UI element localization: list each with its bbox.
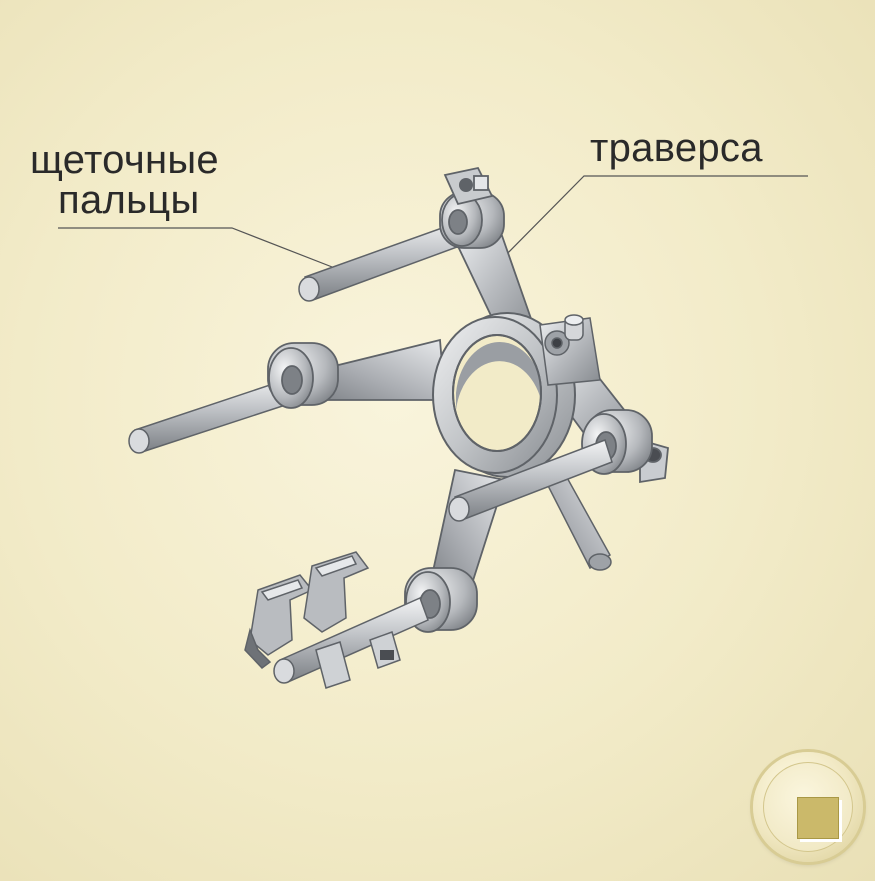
stop-button-face[interactable]: [763, 762, 853, 852]
top-boss: [439, 166, 505, 249]
upper-brush-pin: [298, 217, 477, 302]
traverse-label: траверса: [590, 126, 763, 170]
brush-pins-leader: [58, 227, 346, 273]
stop-square-icon: [797, 797, 839, 839]
stop-button[interactable]: [753, 752, 863, 862]
clamp-bolt: [539, 314, 601, 386]
brush-pins-label-line-1: щеточные: [30, 138, 219, 182]
left-brush-pin: [128, 374, 308, 454]
traverse-ring: [432, 312, 576, 478]
traverse-leader: [492, 175, 808, 269]
leader-lines: [58, 175, 808, 273]
right-brush-pin: [448, 439, 613, 522]
lower-brush-pin-with-holders: [244, 551, 429, 689]
brush-pins-label-line-2: пальцы: [58, 178, 200, 222]
left-boss: [267, 342, 339, 409]
